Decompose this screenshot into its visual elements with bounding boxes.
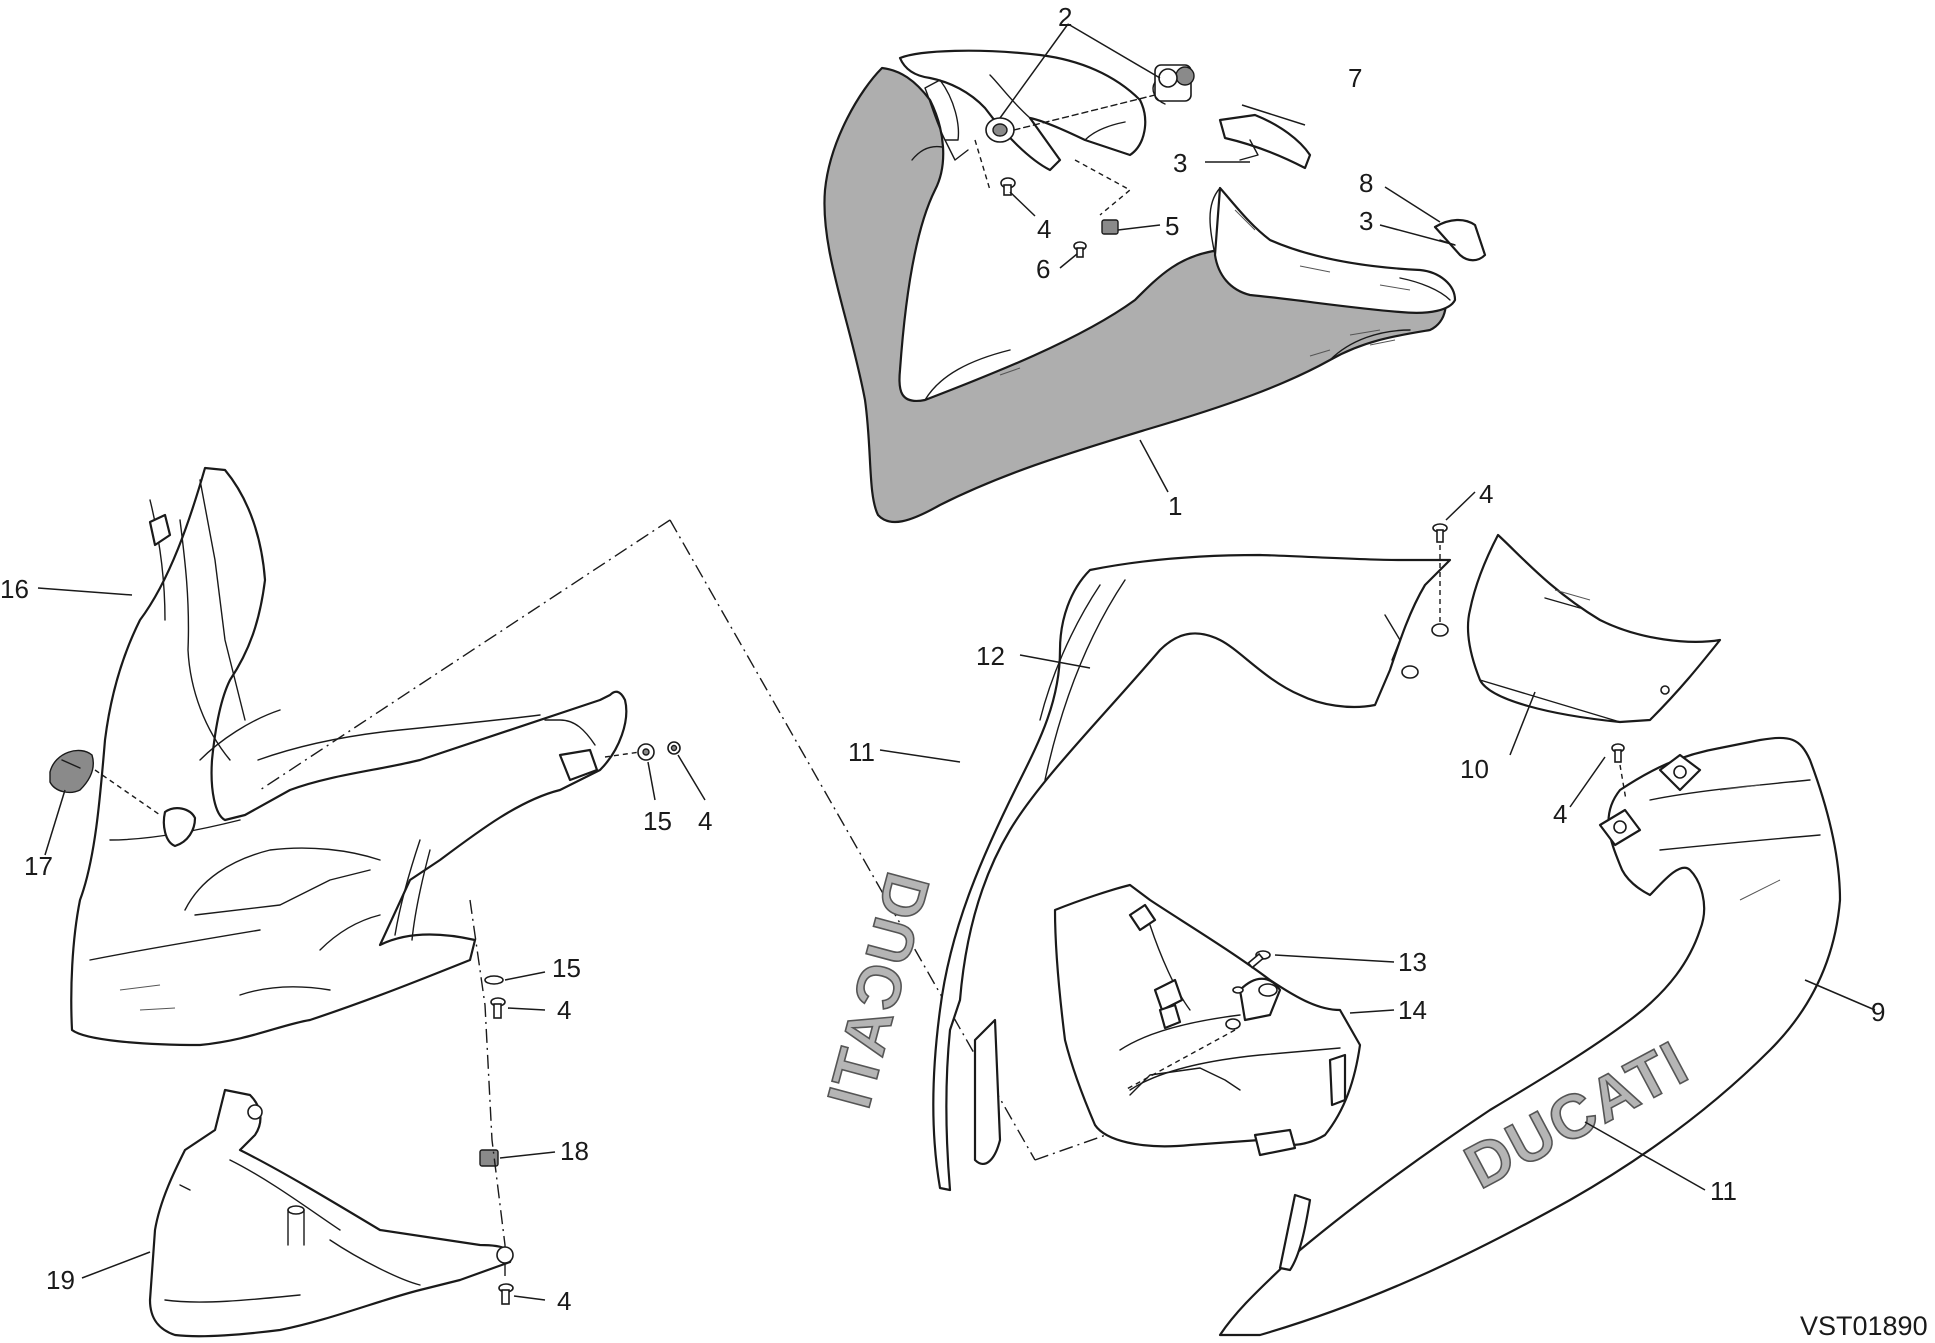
decal-11-upper: DUCATI xyxy=(814,865,945,1118)
callout-17: 17 xyxy=(24,851,53,881)
callout-11b: 11 xyxy=(1710,1176,1737,1206)
assembly-line-b xyxy=(259,519,671,791)
callout-4c: 4 xyxy=(1553,799,1567,829)
callout-15a: 15 xyxy=(643,806,672,836)
callout-14: 14 xyxy=(1398,995,1427,1025)
callout-3b: 3 xyxy=(1359,206,1373,236)
part-19-lower-bracket xyxy=(148,1088,514,1338)
callout-15b: 15 xyxy=(552,953,581,983)
part-14-inner-cowl xyxy=(1053,883,1362,1157)
callout-2: 2 xyxy=(1058,2,1072,32)
callout-1: 1 xyxy=(1168,491,1182,521)
callout-19: 19 xyxy=(46,1265,75,1295)
callout-3a: 3 xyxy=(1173,148,1187,178)
upper-fasteners xyxy=(974,139,1132,258)
callout-11a: 11 xyxy=(848,737,875,767)
leader-lines xyxy=(37,23,1876,1301)
part-9-right-panel xyxy=(1218,736,1842,1337)
part-16-left-fairing xyxy=(70,466,628,1047)
part-10-screen xyxy=(1466,533,1722,724)
part-1-upper-fairing xyxy=(823,49,1457,524)
right-fasteners xyxy=(1432,523,1627,801)
callout-4b: 4 xyxy=(1479,479,1493,509)
part-7-clip xyxy=(1218,113,1312,170)
assembly-line-a xyxy=(669,519,1036,1161)
callout-4e: 4 xyxy=(557,995,571,1025)
assembly-line-c xyxy=(1034,1129,1121,1161)
callout-4f: 4 xyxy=(557,1286,571,1316)
decal-text-upper: DUCATI xyxy=(814,866,943,1117)
part-12-side-panel xyxy=(932,553,1452,1192)
callout-labels: 2 7 3 8 3 4 5 6 1 4 12 11 10 4 13 14 9 1… xyxy=(0,2,1885,1316)
callout-9: 9 xyxy=(1871,997,1885,1027)
callout-13: 13 xyxy=(1398,947,1427,977)
callout-16: 16 xyxy=(0,574,29,604)
callout-4d: 4 xyxy=(698,806,712,836)
callout-5: 5 xyxy=(1165,211,1179,241)
part-8-clip xyxy=(1433,218,1487,262)
reference-code: VST01890 xyxy=(1800,1311,1928,1341)
callout-12: 12 xyxy=(976,641,1005,671)
callout-7: 7 xyxy=(1348,63,1362,93)
callout-18: 18 xyxy=(560,1136,589,1166)
part-17-badge xyxy=(49,749,197,848)
callout-6: 6 xyxy=(1036,254,1050,284)
callout-4a: 4 xyxy=(1037,214,1051,244)
callout-8: 8 xyxy=(1359,168,1373,198)
callout-10: 10 xyxy=(1460,754,1489,784)
